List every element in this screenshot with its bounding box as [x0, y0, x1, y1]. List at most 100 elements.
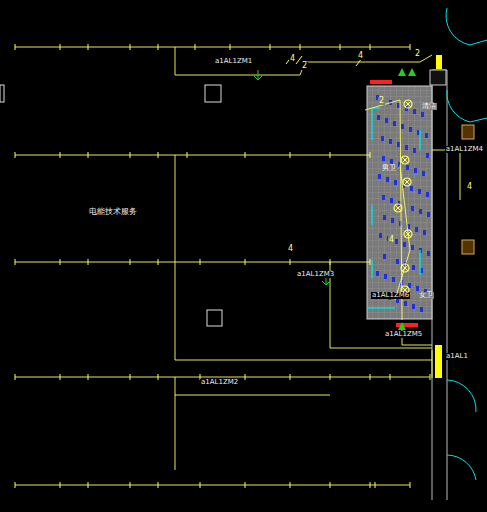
tile-mark — [385, 118, 388, 123]
tile-mark — [419, 209, 422, 214]
switch — [436, 55, 442, 69]
tile-marks — [376, 95, 430, 312]
tile-mark — [397, 103, 400, 108]
door-swing — [446, 8, 487, 480]
tile-mark — [426, 192, 429, 197]
fixture-end — [370, 44, 410, 50]
leader-arrow — [222, 70, 330, 385]
tile-mark — [395, 239, 398, 244]
annotation: 女卫 — [418, 292, 434, 299]
column — [462, 240, 474, 254]
fixture-end — [88, 482, 130, 488]
fixture-end — [158, 374, 200, 380]
tile-mark — [390, 159, 393, 164]
emergency-light — [398, 322, 406, 330]
tile-mark — [379, 233, 382, 238]
circuit-wire — [175, 47, 460, 470]
lamp-cross — [405, 231, 411, 237]
fixture-end — [158, 44, 195, 50]
ceiling-lamps — [394, 100, 412, 294]
fixture-end — [245, 259, 290, 265]
lamp — [401, 156, 409, 164]
tile-mark — [413, 109, 416, 114]
fixture-line — [15, 262, 370, 263]
tile-mark — [409, 127, 412, 132]
wire-count: 4 — [287, 245, 294, 253]
partition — [368, 108, 420, 308]
tile-mark — [418, 189, 421, 194]
tile-mark — [401, 124, 404, 129]
lamp — [404, 100, 412, 108]
tile-mark — [422, 171, 425, 176]
tile-mark — [382, 156, 385, 161]
tile-mark — [391, 218, 394, 223]
tile-mark — [405, 145, 408, 150]
tile-mark — [406, 165, 409, 170]
column — [430, 70, 446, 85]
tile-mark — [403, 242, 406, 247]
annotation: a1AL1ZM6 — [371, 292, 410, 299]
lamp — [401, 264, 409, 272]
fixture-end — [15, 482, 60, 488]
fixture-line — [15, 155, 370, 156]
tile-mark — [415, 227, 418, 232]
lamp-cross — [405, 101, 411, 107]
lamp — [403, 178, 411, 186]
emergency-light — [398, 68, 416, 76]
annotation: a1AL1ZM1 — [214, 58, 253, 65]
fixture-end — [330, 374, 370, 380]
tile-mark — [397, 142, 400, 147]
annotation: a1AL1ZM3 — [296, 271, 335, 278]
lamp-cross — [402, 265, 408, 271]
fixture-end — [158, 152, 187, 158]
wire-count: 4 — [388, 236, 395, 244]
fixture-end — [375, 482, 410, 488]
tile-mark — [427, 212, 430, 217]
fixture-end — [330, 152, 370, 158]
wire-count: 2 — [378, 97, 385, 105]
tile-mark — [426, 153, 429, 158]
annotation: 电能技术服务 — [88, 208, 138, 216]
tile-mark — [383, 254, 386, 259]
fixture-end — [88, 44, 130, 50]
fixture-end — [15, 259, 60, 265]
tile-mark — [394, 180, 397, 185]
fixture-end — [15, 44, 60, 50]
column — [0, 85, 4, 102]
annotation: a1AL1ZM2 — [200, 379, 239, 386]
distribution-panel — [435, 345, 442, 378]
tile-mark — [378, 174, 381, 179]
fixture-end — [88, 259, 130, 265]
tile-mark — [390, 198, 393, 203]
fixture-line — [15, 377, 430, 378]
tile-mark — [376, 271, 379, 276]
lamp-cross — [404, 179, 410, 185]
annotation: a1AL1ZM5 — [384, 331, 423, 338]
exit-sign — [370, 80, 392, 84]
wall — [432, 70, 447, 500]
fixture-end — [88, 152, 130, 158]
tile-mark — [382, 195, 385, 200]
fixture-end — [88, 374, 130, 380]
wire-count: 4 — [357, 52, 364, 60]
tile-mark — [392, 277, 395, 282]
fixture-end — [15, 152, 60, 158]
tile-mark — [404, 301, 407, 306]
annotation: a1AL1ZM4 — [445, 146, 484, 153]
lamp-cross — [402, 157, 408, 163]
tile-mark — [421, 112, 424, 117]
fixture-end — [158, 259, 200, 265]
fixture-line — [15, 47, 410, 48]
column — [462, 125, 474, 139]
annotation: 清洁 — [421, 103, 437, 110]
tile-mark — [396, 259, 399, 264]
tile-mark — [383, 215, 386, 220]
tile-mark — [412, 304, 415, 309]
tile-mark — [410, 186, 413, 191]
wire-count: 4 — [289, 55, 296, 63]
tile-mark — [384, 274, 387, 279]
tile-mark — [393, 121, 396, 126]
fixture-end — [390, 374, 430, 380]
